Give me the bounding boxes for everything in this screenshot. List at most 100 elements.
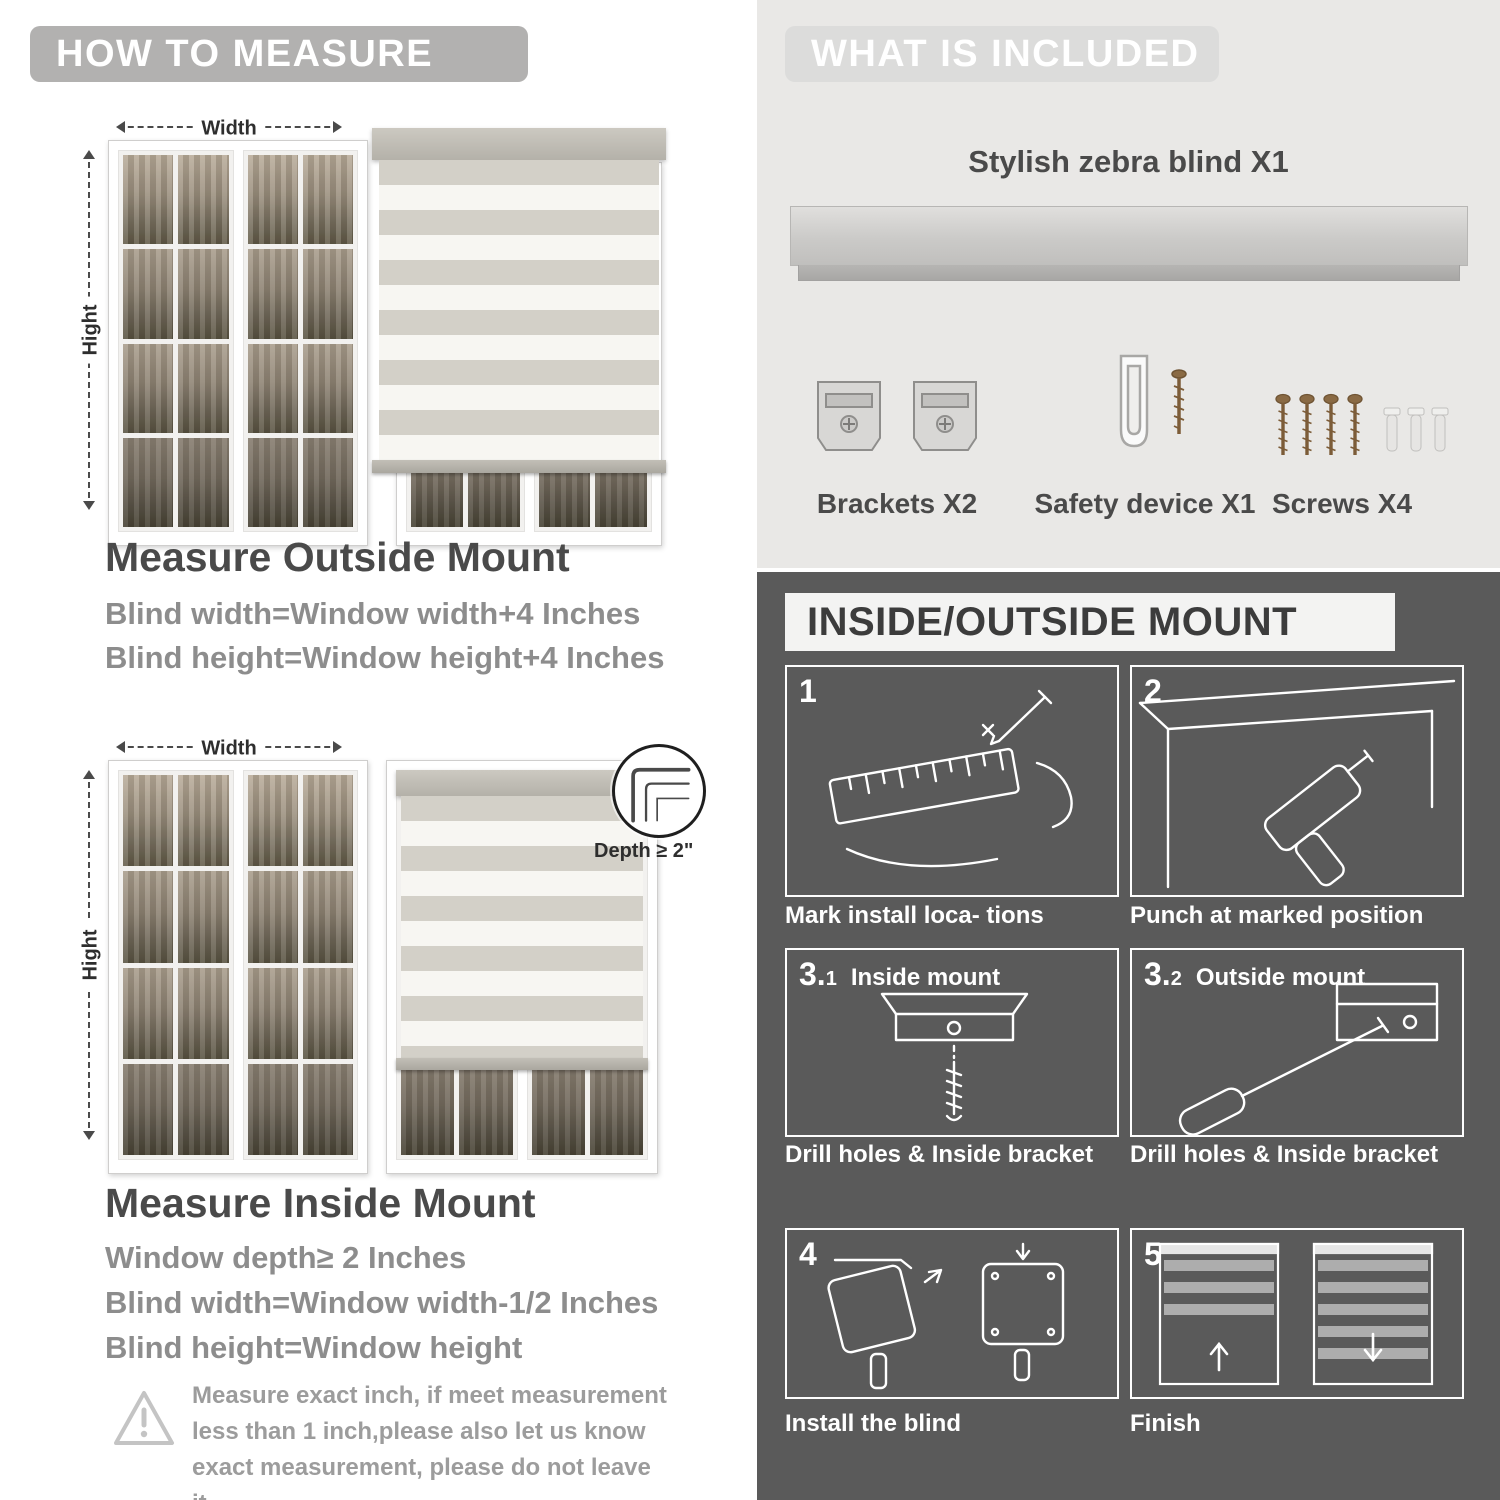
step-panel-5: 5 bbox=[1130, 1228, 1464, 1399]
width-label: Width bbox=[193, 117, 265, 141]
blind-stripes bbox=[379, 160, 659, 460]
window-pane bbox=[247, 343, 298, 433]
step-panel-1: 1 bbox=[785, 665, 1119, 897]
brackets-icon bbox=[812, 368, 982, 473]
window-corner-detail bbox=[631, 767, 691, 823]
window-pane bbox=[178, 249, 229, 339]
window-sash bbox=[242, 150, 358, 532]
window-pane bbox=[178, 155, 229, 245]
inside-formula-width: Blind width=Window width-1/2 Inches bbox=[105, 1285, 659, 1320]
window-sash bbox=[242, 770, 358, 1160]
step-4-number: 4 bbox=[799, 1236, 817, 1272]
window-pane bbox=[123, 155, 174, 245]
what-is-included-section: WHAT IS INCLUDED Stylish zebra blind X1 bbox=[757, 0, 1500, 568]
step-5-caption: Finish bbox=[1130, 1410, 1201, 1437]
step-1-caption: Mark install loca- tions bbox=[785, 902, 1044, 929]
step-panel-3-1: 3.1 Inside mount bbox=[785, 948, 1119, 1137]
step-5-number: 5 bbox=[1144, 1236, 1162, 1272]
what-is-included-banner: WHAT IS INCLUDED bbox=[785, 26, 1219, 82]
window-pane bbox=[302, 775, 353, 867]
window-pane bbox=[178, 871, 229, 963]
window-pane bbox=[247, 437, 298, 527]
brackets-label: Brackets X2 bbox=[816, 488, 978, 519]
window-illustration-inside bbox=[108, 760, 368, 1174]
zebra-blind-headrail-image bbox=[790, 206, 1468, 281]
drill-illustration bbox=[1138, 679, 1456, 889]
window-pane bbox=[123, 1063, 174, 1155]
height-arrow-outside: Hight bbox=[79, 150, 103, 510]
height-arrow-inside: Hight bbox=[79, 770, 103, 1140]
blind-stripes bbox=[401, 796, 643, 1058]
blind-bottom-rail bbox=[396, 1058, 648, 1070]
window-pane bbox=[178, 967, 229, 1059]
how-to-measure-banner: HOW TO MEASURE bbox=[30, 26, 528, 82]
blind-bottom-rail bbox=[372, 460, 666, 473]
window-pane bbox=[302, 249, 353, 339]
step-panel-2: 2 bbox=[1130, 665, 1464, 897]
window-pane bbox=[302, 967, 353, 1059]
window-pane bbox=[302, 155, 353, 245]
window-pane bbox=[302, 1063, 353, 1155]
inside-formula-height: Blind height=Window height bbox=[105, 1330, 523, 1365]
window-pane bbox=[459, 1063, 513, 1155]
height-label: Hight bbox=[79, 296, 103, 364]
window-pane bbox=[123, 871, 174, 963]
depth-label: Depth ≥ 2" bbox=[594, 840, 694, 862]
inside-formula-depth: Window depth≥ 2 Inches bbox=[105, 1240, 467, 1275]
window-pane bbox=[123, 249, 174, 339]
window-pane bbox=[178, 343, 229, 433]
depth-magnifier-icon bbox=[612, 744, 706, 838]
warning-icon bbox=[112, 1388, 176, 1453]
outside-formula-width: Blind width=Window width+4 Inches bbox=[105, 596, 641, 631]
window-pane bbox=[531, 1063, 585, 1155]
window-pane bbox=[123, 775, 174, 867]
outside-formula-height: Blind height=Window height+4 Inches bbox=[105, 640, 665, 675]
step-panel-4: 4 bbox=[785, 1228, 1119, 1399]
step-2-number: 2 bbox=[1144, 673, 1162, 709]
measurement-note: Measure exact inch, if meet measurement … bbox=[192, 1382, 667, 1500]
inside-outside-mount-banner: INSIDE/OUTSIDE MOUNT bbox=[785, 593, 1395, 651]
measure-inside-title: Measure Inside Mount bbox=[105, 1180, 536, 1226]
window-sash bbox=[118, 770, 234, 1160]
window-pane bbox=[302, 343, 353, 433]
window-pane bbox=[247, 967, 298, 1059]
inside-blind bbox=[396, 770, 648, 1070]
measure-outside-title: Measure Outside Mount bbox=[105, 534, 570, 580]
inside-bracket-illustration bbox=[880, 992, 1029, 1122]
width-label: Width bbox=[193, 737, 265, 761]
screws-label: Screws X4 bbox=[1271, 488, 1413, 519]
window-pane bbox=[123, 437, 174, 527]
safety-device-icon bbox=[1087, 348, 1217, 473]
window-pane bbox=[247, 1063, 298, 1155]
mount-instructions-section: INSIDE/OUTSIDE MOUNT 1 bbox=[757, 572, 1500, 1500]
step-3-2-number: 3.2 Outside mount bbox=[1144, 956, 1366, 992]
mark-location-illustration bbox=[828, 689, 1073, 868]
outside-bracket-illustration bbox=[1178, 982, 1439, 1135]
finish-illustration bbox=[1158, 1242, 1434, 1386]
zebra-blind-label: Stylish zebra blind X1 bbox=[968, 144, 1289, 179]
blind-cassette bbox=[396, 770, 648, 796]
window-pane bbox=[247, 155, 298, 245]
window-pane bbox=[178, 1063, 229, 1155]
screws-icon bbox=[1269, 388, 1454, 485]
window-pane bbox=[302, 437, 353, 527]
window-pane bbox=[178, 437, 229, 527]
window-pane bbox=[401, 1063, 455, 1155]
step-panel-3-2: 3.2 Outside mount bbox=[1130, 948, 1464, 1137]
window-pane bbox=[178, 775, 229, 867]
blind-illustration-inside bbox=[386, 760, 658, 1174]
window-illustration-outside bbox=[108, 140, 368, 546]
height-label: Hight bbox=[79, 921, 103, 989]
blind-cassette bbox=[372, 128, 666, 160]
step-4-caption: Install the blind bbox=[785, 1410, 962, 1437]
width-arrow-outside: Width bbox=[116, 117, 342, 141]
window-sash bbox=[118, 150, 234, 532]
window-pane bbox=[589, 1063, 643, 1155]
blind-illustration-outside bbox=[372, 128, 666, 546]
window-pane bbox=[247, 871, 298, 963]
step-2-caption: Punch at marked position bbox=[1130, 902, 1424, 929]
window-pane bbox=[247, 775, 298, 867]
step-3-2-caption: Drill holes & Inside bracket bbox=[1130, 1141, 1439, 1168]
step-3-1-number: 3.1 Inside mount bbox=[799, 956, 1001, 992]
